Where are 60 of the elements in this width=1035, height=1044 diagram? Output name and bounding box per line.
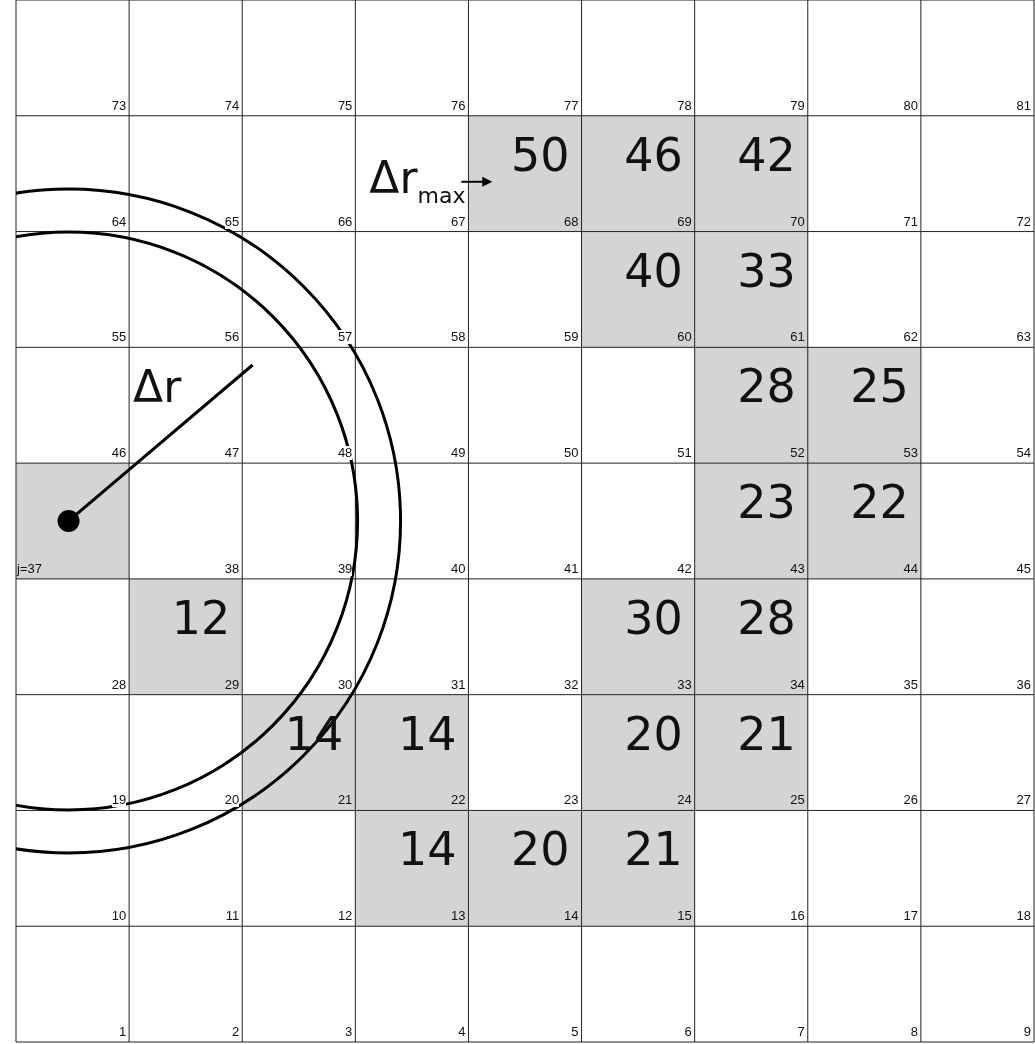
cell-value: 42 bbox=[737, 129, 796, 180]
cell-number: 66 bbox=[337, 214, 353, 229]
cell-value: 20 bbox=[624, 708, 683, 759]
cell-value: 20 bbox=[511, 824, 570, 875]
cell-number: 40 bbox=[451, 561, 466, 576]
cell-number: 71 bbox=[903, 214, 918, 229]
cell-value: 33 bbox=[737, 245, 796, 296]
cell-number: 31 bbox=[451, 677, 466, 692]
cell-number: 45 bbox=[1016, 561, 1031, 576]
cell-number: 81 bbox=[1016, 98, 1031, 113]
cell-number: 67 bbox=[451, 214, 466, 229]
cell-number: 9 bbox=[1023, 1025, 1031, 1039]
cell-number: 20 bbox=[224, 793, 240, 808]
cell-number: 2 bbox=[232, 1025, 240, 1039]
cell-number: 74 bbox=[224, 98, 240, 113]
cell-number: 28 bbox=[111, 677, 127, 692]
cell-number: 57 bbox=[337, 330, 353, 345]
cell-value: 46 bbox=[624, 129, 683, 180]
cell-number: 8 bbox=[910, 1025, 918, 1039]
cell-number: 30 bbox=[337, 677, 353, 692]
symbol-label: Δr$_{max}$ bbox=[369, 153, 466, 210]
cell-value: 12 bbox=[171, 592, 231, 643]
cell-number: 79 bbox=[790, 98, 805, 113]
cell-value: 22 bbox=[850, 477, 909, 528]
cell-value: 14 bbox=[397, 708, 457, 759]
cell-number: 3 bbox=[345, 1025, 353, 1039]
cell-value: 28 bbox=[737, 592, 796, 643]
cell-number: 32 bbox=[564, 677, 579, 692]
cell-number: 42 bbox=[677, 561, 692, 576]
cell-number: 19 bbox=[111, 793, 127, 808]
cell-number: 36 bbox=[1016, 677, 1031, 692]
cell-number: 41 bbox=[564, 561, 579, 576]
cell-number: 65 bbox=[224, 214, 240, 229]
cell-value: 50 bbox=[511, 129, 570, 180]
cell-value: 25 bbox=[850, 361, 909, 412]
cell-value: 28 bbox=[737, 361, 796, 412]
cell-number: 38 bbox=[224, 561, 240, 576]
cell-number: 64 bbox=[111, 214, 127, 229]
cell-value: 30 bbox=[624, 592, 683, 643]
cell-number: 48 bbox=[337, 446, 353, 461]
cell-number: 5 bbox=[571, 1025, 579, 1039]
cell-number: 80 bbox=[903, 98, 918, 113]
cell-number: 4 bbox=[458, 1025, 466, 1039]
cell-number: 77 bbox=[564, 98, 579, 113]
cell-value: 21 bbox=[737, 708, 796, 759]
cell-value: 23 bbox=[737, 477, 796, 528]
cell-number: 76 bbox=[451, 98, 466, 113]
cell-number: 6 bbox=[684, 1025, 692, 1039]
cell-value: 21 bbox=[624, 824, 683, 875]
cell-number: 35 bbox=[903, 677, 918, 692]
cell-value: 14 bbox=[397, 824, 457, 875]
cell-number: 75 bbox=[337, 98, 353, 113]
cell-number: 39 bbox=[337, 561, 353, 576]
cell-number: 72 bbox=[1016, 214, 1031, 229]
cell-value: 40 bbox=[624, 245, 683, 296]
cell-number: 1 bbox=[118, 1025, 127, 1039]
symbol-label: Δr bbox=[133, 363, 182, 412]
cell-number: 73 bbox=[111, 98, 127, 113]
cell-number: 7 bbox=[797, 1025, 805, 1039]
cell-number: 78 bbox=[677, 98, 692, 113]
